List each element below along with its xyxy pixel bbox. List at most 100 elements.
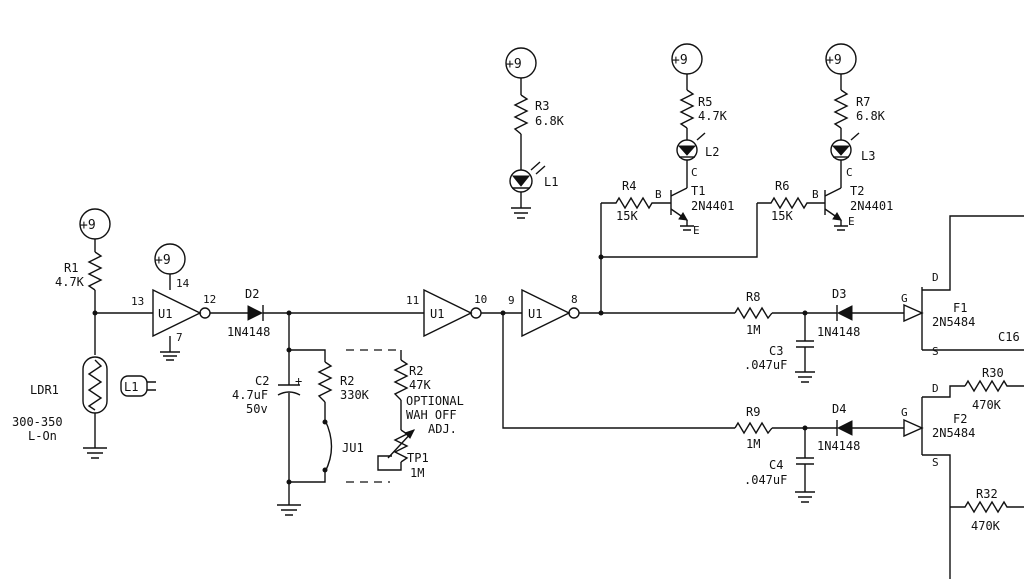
d4-ref: D4 (832, 402, 846, 416)
ldr1-ref: LDR1 (30, 383, 59, 397)
led-l1: L1 (509, 161, 558, 193)
c3-value: .047uF (744, 358, 787, 372)
ground-l1 (511, 207, 531, 219)
resistor-r2-47k: R2 47K (393, 350, 431, 430)
c4-value: .047uF (744, 473, 787, 487)
t2-pin-c: C (846, 166, 853, 179)
resistor-r8: R8 1M (734, 290, 773, 337)
resistor-r3: R3 6.8K (513, 94, 565, 135)
u1b-ref: U1 (430, 307, 444, 321)
supply-u1a: +9 (154, 243, 186, 275)
f1-part: 2N5484 (932, 315, 975, 329)
u1a-ref: U1 (158, 307, 172, 321)
supply-label: +9 (506, 57, 522, 72)
r4-value: 15K (616, 209, 638, 223)
resistor-r5: R5 4.7K (679, 89, 728, 129)
f2-pin-s: S (932, 456, 939, 469)
supply-label: +9 (672, 53, 688, 68)
ldr1-range: 300-350 (12, 415, 63, 429)
t2-ref: T2 (850, 184, 864, 198)
resistor-r1: R1 4.7K (55, 251, 103, 291)
d2-ref: D2 (245, 287, 259, 301)
u1c-pin-out: 8 (571, 293, 578, 306)
ldr1: LDR1 300-350 L-On (12, 356, 108, 443)
f1-pin-d: D (932, 271, 939, 284)
r5-ref: R5 (698, 95, 712, 109)
r32-ref: R32 (976, 487, 998, 501)
ldr1-mode: L-On (28, 429, 57, 443)
ground-ldr (83, 447, 107, 459)
l3-ref: L3 (861, 149, 875, 163)
jumper-ju1: JU1 (289, 402, 364, 483)
resistor-r6: R6 15K (757, 179, 825, 223)
optional-line1: OPTIONAL (406, 394, 464, 408)
r3-value: 6.8K (535, 114, 565, 128)
r30-value: 470K (972, 398, 1002, 412)
f1-pin-s: S (932, 345, 939, 358)
l2-ref: L2 (705, 145, 719, 159)
capacitor-c3: C3 .047uF (744, 313, 815, 383)
l1-ref: L1 (544, 175, 558, 189)
resistor-r4: R4 15K (601, 179, 671, 223)
c2-voltage: 50v (246, 402, 268, 416)
r9-value: 1M (746, 437, 760, 451)
supply-ldr: +9 (79, 208, 111, 240)
l1-box-label: L1 (124, 380, 138, 394)
r2b-value: 47K (409, 378, 431, 392)
t1-pin-b: B (655, 188, 662, 201)
u1b-pin-in: 11 (406, 294, 419, 307)
r30-ref: R30 (982, 366, 1004, 380)
gate-u1c: U1 9 8 (508, 288, 580, 338)
r2b-ref: R2 (409, 364, 423, 378)
trimpot-tp1: TP1 1M (377, 429, 429, 480)
gate-u1a: U1 13 12 14 7 (131, 277, 216, 344)
diode-d4: D4 1N4148 (817, 402, 860, 453)
c2-value: 4.7uF (232, 388, 268, 402)
supply-label: +9 (80, 218, 96, 233)
capacitor-c2: + C2 4.7uF 50v (232, 374, 302, 416)
supply-l1: +9 (505, 47, 537, 79)
optional-wah-box: OPTIONAL WAH OFF ADJ. (346, 349, 464, 483)
c4-ref: C4 (769, 458, 783, 472)
f2-ref: F2 (953, 412, 967, 426)
r5-value: 4.7K (698, 109, 728, 123)
u1c-pin-in: 9 (508, 294, 515, 307)
d3-part: 1N4148 (817, 325, 860, 339)
d2-part: 1N4148 (227, 325, 270, 339)
u1c-ref: U1 (528, 307, 542, 321)
resistor-r30: R30 470K (964, 366, 1024, 412)
r6-value: 15K (771, 209, 793, 223)
t1-pin-c: C (691, 166, 698, 179)
u1a-pin-out: 12 (203, 293, 216, 306)
optional-line3: ADJ. (428, 422, 457, 436)
f2-pin-g: G (901, 406, 908, 419)
led-l3: L3 (830, 132, 875, 163)
r3-ref: R3 (535, 99, 549, 113)
r6-ref: R6 (775, 179, 789, 193)
capacitor-c4: C4 .047uF (744, 428, 815, 503)
r1-ref: R1 (64, 261, 78, 275)
c2-ref: C2 (255, 374, 269, 388)
resistor-r32: R32 470K (950, 487, 1024, 533)
transistor-t2: B C E T2 2N4401 (812, 166, 893, 231)
f2-part: 2N5484 (932, 426, 975, 440)
f2-pin-d: D (932, 382, 939, 395)
t1-part: 2N4401 (691, 199, 734, 213)
c3-ref: C3 (769, 344, 783, 358)
resistor-r7: R7 6.8K (833, 89, 886, 129)
r9-ref: R9 (746, 405, 760, 419)
u1b-pin-out: 10 (474, 293, 487, 306)
optional-line2: WAH OFF (406, 408, 457, 422)
ju1-ref: JU1 (342, 441, 364, 455)
d3-ref: D3 (832, 287, 846, 301)
u1a-pin-gnd: 7 (176, 331, 183, 344)
ground-c2 (277, 504, 301, 516)
t2-pin-e: E (848, 215, 855, 228)
r8-ref: R8 (746, 290, 760, 304)
r32-value: 470K (971, 519, 1001, 533)
transistor-t1: B C E T1 2N4401 (655, 166, 734, 237)
u1a-pin-in: 13 (131, 295, 144, 308)
r8-value: 1M (746, 323, 760, 337)
t2-part: 2N4401 (850, 199, 893, 213)
fet-f2: D G S F2 2N5484 (901, 382, 975, 579)
